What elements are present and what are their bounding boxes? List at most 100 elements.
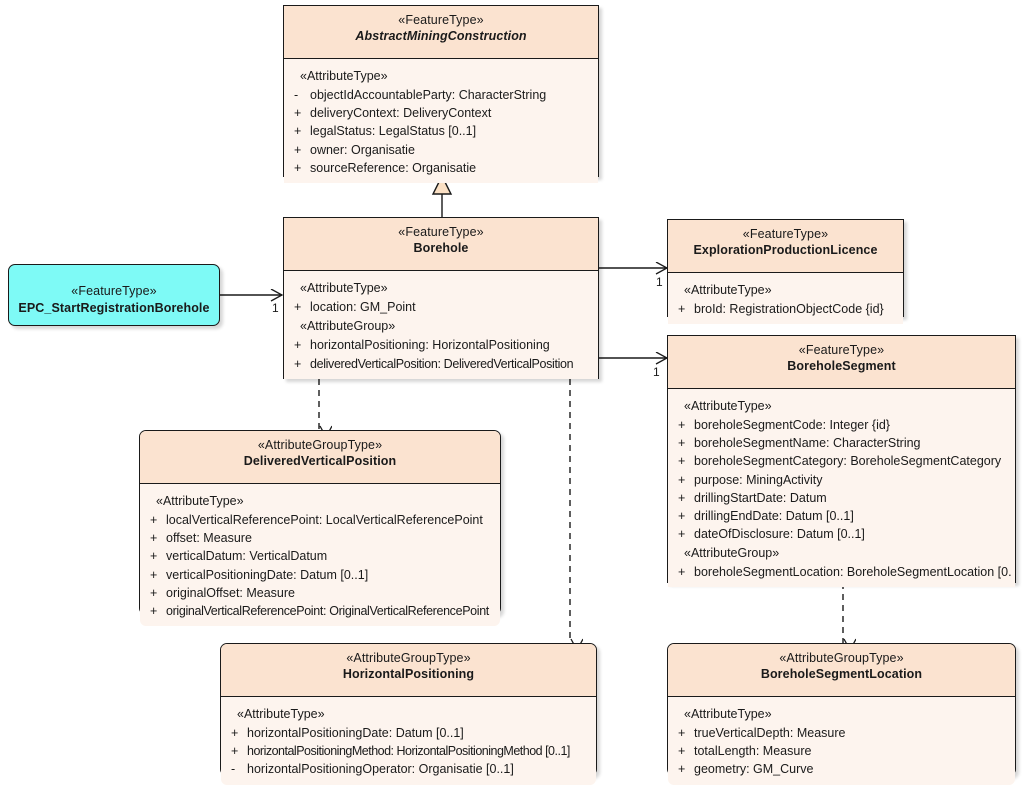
attribute-text: verticalPositioningDate: Datum [0..1] — [166, 567, 369, 582]
attribute-row: + drillingStartDate: Datum — [672, 489, 1011, 507]
attribute-row: + geometry: GM_Curve — [672, 760, 1011, 778]
class-body: «AttributeType» + location: GM_Point «At… — [284, 271, 598, 379]
attribute-row: + dateOfDisclosure: Datum [0..1] — [672, 525, 1011, 543]
class-borehole[interactable]: «FeatureType» Borehole «AttributeType» +… — [283, 217, 599, 379]
class-header: «FeatureType» Borehole — [284, 218, 598, 271]
attribute-row: + sourceReference: Organisatie — [288, 159, 594, 177]
attribute-row: + broId: RegistrationObjectCode {id} — [672, 300, 899, 318]
attribute-row: + localVerticalReferencePoint: LocalVert… — [144, 511, 496, 529]
class-deliveredverticalposition[interactable]: «AttributeGroupType» DeliveredVerticalPo… — [139, 430, 501, 626]
section-label: «AttributeType» — [237, 707, 325, 721]
attribute-text: sourceReference: Organisatie — [310, 160, 477, 175]
attribute-text: boreholeSegmentCategory: BoreholeSegment… — [694, 454, 1002, 469]
attribute-row: + boreholeSegmentCode: Integer {id} — [672, 416, 1011, 434]
class-header: «FeatureType» ExplorationProductionLicen… — [668, 220, 903, 273]
class-header: «AttributeGroupType» DeliveredVerticalPo… — [140, 431, 500, 484]
attribute-text: drillingStartDate: Datum — [694, 490, 827, 505]
class-boreholesegment[interactable]: «FeatureType» BoreholeSegment «Attribute… — [667, 335, 1016, 588]
attribute-row: - horizontalPositioningOperator: Organis… — [225, 760, 592, 778]
attribute-text: boreholeSegmentLocation: BoreholeSegment… — [694, 565, 1011, 580]
attribute-text: boreholeSegmentName: CharacterString — [694, 436, 921, 451]
class-epc-startregistrationborehole[interactable]: «FeatureType» EPC_StartRegistrationBoreh… — [8, 264, 220, 326]
visibility-marker: + — [678, 565, 686, 580]
attribute-text: originalOffset: Measure — [166, 585, 295, 600]
attribute-text: horizontalPositioningDate: Datum [0..1] — [247, 726, 464, 741]
class-name: DeliveredVerticalPosition — [243, 454, 397, 468]
visibility-marker: + — [294, 106, 302, 121]
section-label: «AttributeType» — [684, 399, 772, 413]
attribute-row: + location: GM_Point — [288, 298, 594, 316]
visibility-marker: + — [678, 472, 686, 487]
class-body: «AttributeType» + broId: RegistrationObj… — [668, 273, 903, 325]
visibility-marker: + — [150, 513, 158, 528]
class-body: «AttributeType» + boreholeSegmentCode: I… — [668, 389, 1015, 588]
visibility-marker: + — [231, 726, 239, 741]
visibility-marker: + — [150, 585, 158, 600]
visibility-marker: + — [150, 531, 158, 546]
multiplicity-epc-to-borehole: 1 — [272, 301, 279, 315]
attribute-text: broId: RegistrationObjectCode {id} — [694, 302, 884, 317]
attribute-row: + verticalPositioningDate: Datum [0..1] — [144, 566, 496, 584]
visibility-marker: + — [678, 436, 686, 451]
visibility-marker: + — [294, 338, 302, 353]
class-stereotype: «FeatureType» — [742, 227, 829, 241]
attribute-row: + boreholeSegmentLocation: BoreholeSegme… — [672, 563, 1011, 581]
visibility-marker: - — [294, 88, 299, 103]
attribute-text: location: GM_Point — [310, 300, 416, 315]
class-explorationproductionlicence[interactable]: «FeatureType» ExplorationProductionLicen… — [667, 219, 904, 325]
section-label: «AttributeType» — [300, 69, 388, 83]
class-name: Borehole — [413, 241, 469, 255]
attribute-text: horizontalPositioning: HorizontalPositio… — [310, 338, 550, 353]
section-label: «AttributeType» — [156, 494, 244, 508]
attribute-text: drillingEndDate: Datum [0..1] — [694, 508, 854, 523]
class-header: «FeatureType» AbstractMiningConstruction — [284, 6, 598, 59]
class-boreholesegmentlocation[interactable]: «AttributeGroupType» BoreholeSegmentLoca… — [667, 643, 1016, 785]
class-name: BoreholeSegment — [787, 359, 896, 373]
class-horizontalpositioning[interactable]: «AttributeGroupType» HorizontalPositioni… — [220, 643, 597, 785]
visibility-marker: + — [678, 454, 686, 469]
attribute-row: + boreholeSegmentName: CharacterString — [672, 434, 1011, 452]
visibility-marker: + — [294, 124, 302, 139]
attribute-row: + originalVerticalReferencePoint: Origin… — [144, 602, 496, 620]
class-name: BoreholeSegmentLocation — [760, 667, 923, 681]
visibility-marker: + — [678, 508, 686, 523]
class-body: «AttributeType» + localVerticalReference… — [140, 484, 500, 626]
attribute-text: offset: Measure — [166, 531, 252, 546]
attribute-text: originalVerticalReferencePoint: Original… — [166, 603, 489, 618]
visibility-marker: + — [150, 603, 158, 618]
attribute-text: boreholeSegmentCode: Integer {id} — [694, 418, 890, 433]
visibility-marker: - — [231, 762, 236, 777]
class-stereotype: «AttributeGroupType» — [257, 438, 383, 452]
class-name: AbstractMiningConstruction — [355, 29, 527, 43]
class-abstractminingconstruction[interactable]: «FeatureType» AbstractMiningConstruction… — [283, 5, 599, 183]
attribute-text: localVerticalReferencePoint: LocalVertic… — [166, 513, 483, 528]
class-header: «AttributeGroupType» HorizontalPositioni… — [221, 644, 596, 697]
class-name: EPC_StartRegistrationBorehole — [18, 300, 210, 315]
visibility-marker: + — [678, 744, 686, 759]
class-body: «AttributeType» - objectIdAccountablePar… — [284, 59, 598, 183]
class-stereotype: «FeatureType» — [798, 343, 885, 357]
visibility-marker: + — [678, 490, 686, 505]
visibility-marker: + — [678, 418, 686, 433]
attribute-row: + deliveredVerticalPosition: DeliveredVe… — [288, 355, 594, 373]
attribute-row: + offset: Measure — [144, 529, 496, 547]
visibility-marker: + — [678, 762, 686, 777]
attribute-row: + drillingEndDate: Datum [0..1] — [672, 507, 1011, 525]
attribute-row: + originalOffset: Measure — [144, 584, 496, 602]
section-label: «AttributeGroup» — [684, 546, 780, 560]
visibility-marker: + — [678, 726, 686, 741]
class-stereotype: «FeatureType» — [71, 284, 157, 298]
attribute-text: objectIdAccountableParty: CharacterStrin… — [310, 88, 547, 103]
visibility-marker: + — [294, 356, 302, 371]
attribute-row: + verticalDatum: VerticalDatum — [144, 547, 496, 565]
class-name: HorizontalPositioning — [342, 667, 475, 681]
attribute-row: + horizontalPositioning: HorizontalPosit… — [288, 336, 594, 354]
attribute-text: horizontalPositioningOperator: Organisat… — [247, 762, 514, 777]
attribute-row: + owner: Organisatie — [288, 141, 594, 159]
visibility-marker: + — [231, 744, 239, 759]
class-header: «FeatureType» BoreholeSegment — [668, 336, 1015, 389]
attribute-text: deliveredVerticalPosition: DeliveredVert… — [310, 356, 574, 371]
visibility-marker: + — [294, 300, 302, 315]
visibility-marker: + — [150, 549, 158, 564]
attribute-text: totalLength: Measure — [694, 744, 812, 759]
